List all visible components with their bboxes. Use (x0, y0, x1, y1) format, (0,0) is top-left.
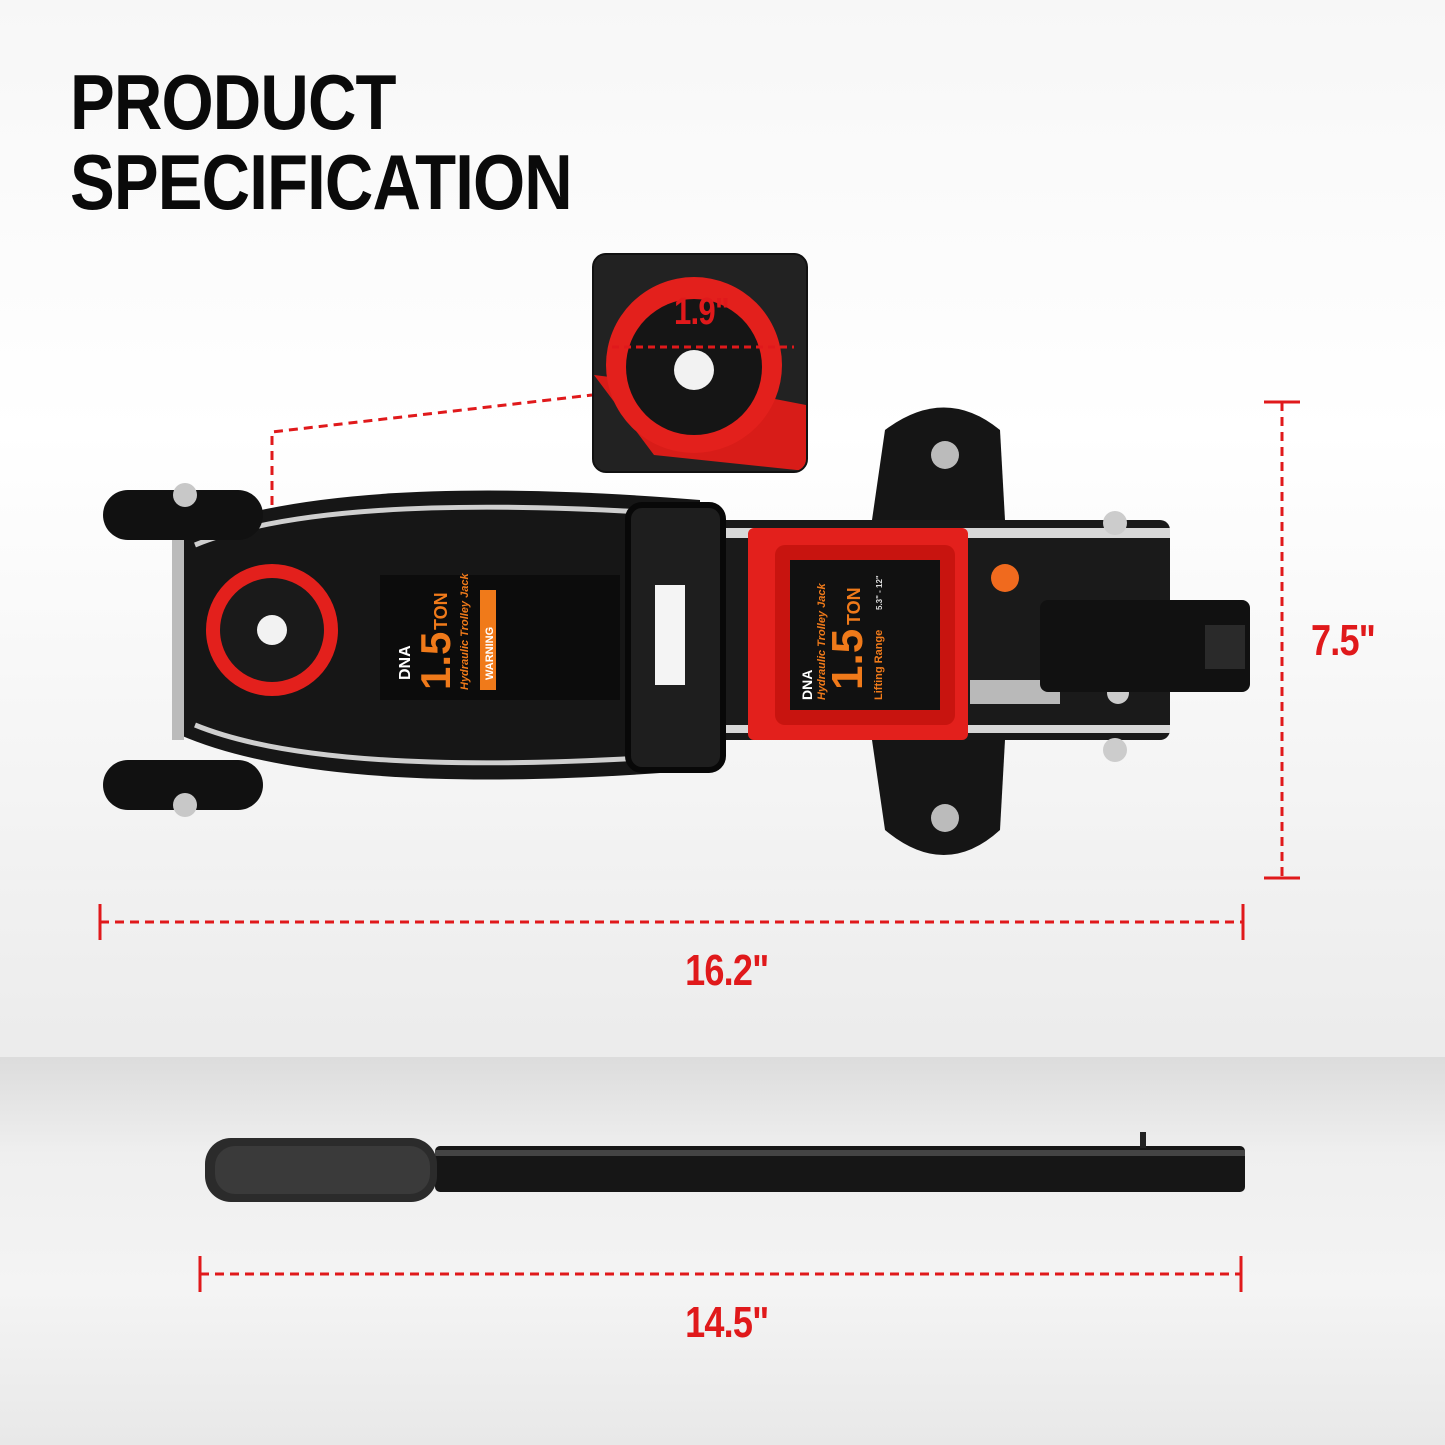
brand-logo: DNA (397, 645, 414, 680)
width-label: 7.5" (1311, 616, 1376, 665)
title-line-1: PRODUCT (70, 58, 397, 146)
width-dimension-line (1264, 400, 1300, 880)
jack-pump-bracket (625, 502, 726, 773)
page-title: PRODUCT SPECIFICATION (70, 58, 573, 226)
jack-red-reservoir (748, 528, 968, 740)
lifting-range-value: 5.3" - 12" (875, 575, 884, 610)
handle-background-band (0, 1057, 1445, 1445)
capacity-label: 1.5 (412, 632, 459, 690)
jack-label-text: DNA 1.5 TON Hydraulic Trolley Jack WARNI… (397, 573, 885, 700)
handle-length-dimension-line (198, 1256, 1243, 1292)
saddle-callout-line (270, 393, 593, 565)
saddle-diameter-label: 1.9" (674, 291, 730, 333)
jack-handle (205, 1132, 1245, 1202)
warning-label: WARNING (484, 627, 496, 680)
jack-front-wheels (103, 483, 263, 817)
box-capacity-unit: TON (844, 587, 864, 625)
capacity-unit: TON (431, 592, 451, 630)
lifting-range-label: Lifting Range (873, 630, 885, 700)
handle-length-label: 14.5" (685, 1298, 769, 1347)
length-label: 16.2" (685, 946, 769, 995)
jack-saddle (206, 564, 338, 696)
brand-logo-box: DNA (799, 670, 815, 700)
jack-head-plates (872, 407, 1005, 855)
saddle-closeup (594, 255, 806, 471)
saddle-detail-inset: 1.9" (592, 253, 808, 473)
jack-main-body (172, 490, 700, 780)
length-dimension-line (98, 904, 1245, 940)
product-name-label: Hydraulic Trolley Jack (459, 573, 471, 690)
box-capacity: 1.5 (823, 629, 872, 690)
box-product-name: Hydraulic Trolley Jack (816, 583, 828, 700)
title-line-2: SPECIFICATION (70, 138, 573, 226)
